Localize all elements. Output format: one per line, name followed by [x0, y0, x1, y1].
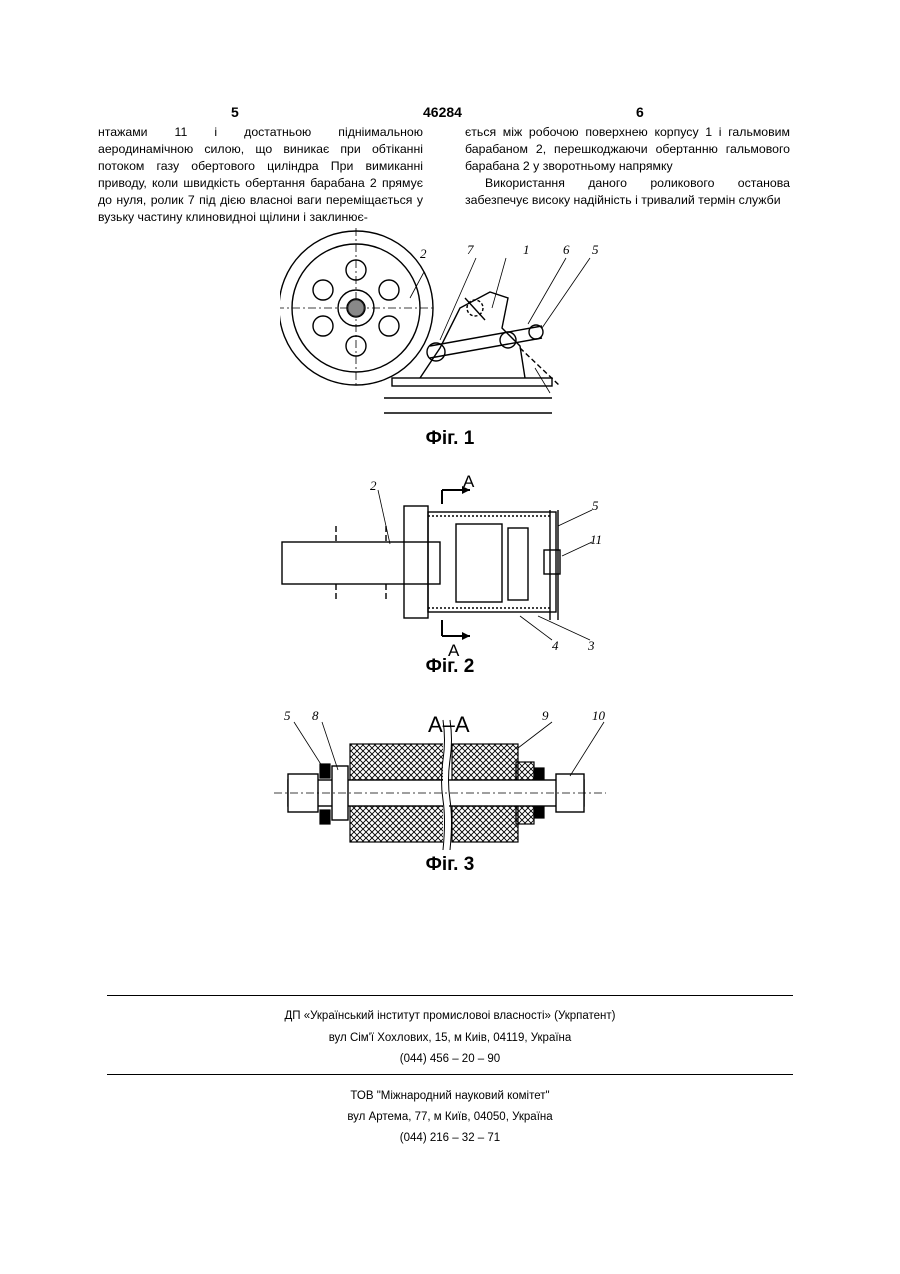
left-paragraph: нтажами 11 і достатньою підніимальною ае… — [98, 124, 423, 226]
fig1-label-1: 1 — [523, 242, 530, 257]
footer-org1-address: вул Сім'ї Хохлових, 15, м Киів, 04119, У… — [0, 1032, 900, 1044]
fig1-label-7: 7 — [467, 242, 474, 257]
figure-3-caption: Фіг. 3 — [0, 854, 900, 876]
fig3-section-title: А–А — [428, 712, 470, 737]
fig3-label-8: 8 — [312, 708, 319, 723]
fig2-label-3: 3 — [587, 638, 595, 653]
figure-2-drawing: А А 2 5 11 4 3 — [280, 470, 610, 660]
fig2-section-mark-top: А — [463, 472, 475, 491]
fig2-label-4: 4 — [552, 638, 559, 653]
figure-1-caption: Фіг. 1 — [0, 428, 900, 450]
patent-number: 46284 — [423, 104, 462, 120]
footer-rule-top — [107, 995, 793, 996]
right-column: ється між робочою поверхнею корпусу 1 і … — [465, 124, 790, 209]
right-paragraph-2: Використання даного роликового останова … — [465, 175, 790, 209]
figure-1-drawing: 2 7 1 6 5 — [280, 228, 610, 428]
fig1-label-5: 5 — [592, 242, 599, 257]
fig1-label-6: 6 — [563, 242, 570, 257]
left-column: нтажами 11 і достатньою підніимальною ае… — [98, 124, 423, 226]
fig2-label-11: 11 — [590, 532, 602, 547]
page-number-left: 5 — [231, 104, 239, 120]
fig3-label-10: 10 — [592, 708, 606, 723]
fig2-label-5: 5 — [592, 498, 599, 513]
footer-org2-address: вул Артема, 77, м Київ, 04050, Україна — [0, 1111, 900, 1123]
footer-org1-name: ДП «Український інститут промисловоі вла… — [0, 1010, 900, 1022]
figure-3-drawing: А–А 5 8 9 10 — [270, 700, 620, 860]
footer-rule-middle — [107, 1074, 793, 1075]
page-number-right: 6 — [636, 104, 644, 120]
right-paragraph-1: ється між робочою поверхнею корпусу 1 і … — [465, 124, 790, 175]
fig1-label-2: 2 — [420, 246, 427, 261]
fig3-label-9: 9 — [542, 708, 549, 723]
footer-org1-phone: (044) 456 – 20 – 90 — [0, 1053, 900, 1065]
figure-2-caption: Фіг. 2 — [0, 656, 900, 678]
footer-org2-phone: (044) 216 – 32 – 71 — [0, 1132, 900, 1144]
fig3-label-5: 5 — [284, 708, 291, 723]
footer-org2-name: ТОВ "Міжнародний науковий комітет" — [0, 1090, 900, 1102]
fig2-label-2: 2 — [370, 478, 377, 493]
